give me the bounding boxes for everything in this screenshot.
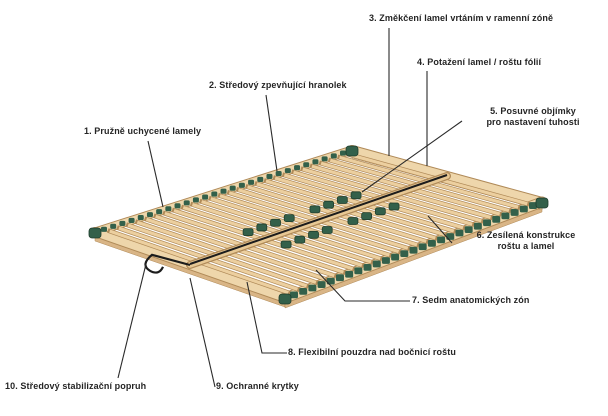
callout-label-9: 9. Ochranné krytky — [216, 381, 299, 391]
callout-label-8: 8. Flexibilní pouzdra nad bočnicí roštu — [288, 347, 456, 357]
callout-label-7: 7. Sedm anatomických zón — [412, 295, 530, 305]
callout-label-5: 5. Posuvné objímky pro nastavení tuhosti — [486, 106, 580, 128]
callout-label-4: 4. Potažení lamel / roštu fólií — [417, 57, 542, 67]
callout-label-10: 10. Středový stabilizační popruh — [5, 381, 147, 391]
leader-lines — [117, 28, 463, 388]
bed-base-drawing — [88, 145, 549, 309]
callout-label-3: 3. Změkčení lamel vrtáním v ramenní zóně — [369, 13, 554, 23]
callout-label-1: 1. Pružně uchycené lamely — [84, 126, 202, 136]
callout-label-2: 2. Středový zpevňující hranolek — [209, 80, 347, 90]
callout-label-6: 6. Zesílená konstrukce roštu a lamel — [476, 230, 576, 252]
